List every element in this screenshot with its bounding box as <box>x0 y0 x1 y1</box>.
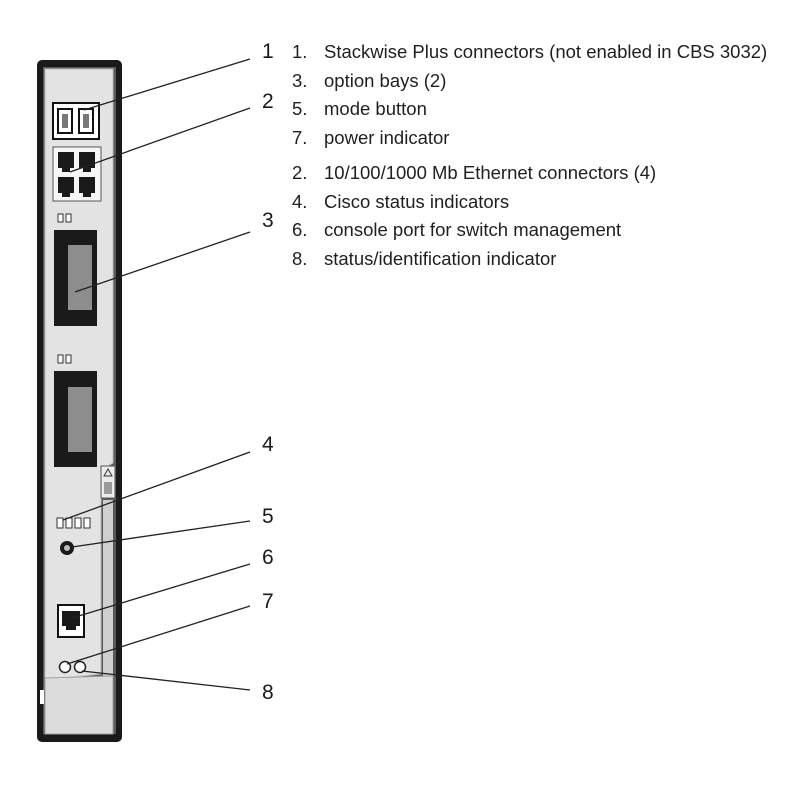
legend-item-text: power indicator <box>324 126 450 148</box>
stackwise-connector-right-pin <box>83 114 89 128</box>
leader-line-1 <box>83 58 251 111</box>
bottom-edge <box>40 690 44 704</box>
legend-item: 3. option bays (2) <box>292 67 792 96</box>
leader-line-6 <box>71 563 251 619</box>
legend-item-number: 1. <box>292 41 308 62</box>
legend-item-text: console port for switch management <box>324 219 622 240</box>
legend-group-even: 2. 10/100/1000 Mb Ethernet connectors (4)… <box>292 159 792 273</box>
legend-item-number: 6. <box>292 219 308 240</box>
callout-8: 8 <box>262 681 274 704</box>
latch-tab <box>104 482 112 494</box>
leader-line-3 <box>74 231 251 293</box>
callout-5: 5 <box>262 505 274 528</box>
legend-item-number: 8. <box>292 247 308 269</box>
ethernet-port-3 <box>58 177 74 197</box>
callout-7: 7 <box>262 590 274 613</box>
leader-line-4 <box>62 451 251 521</box>
legend-item: 4. Cisco status indicators <box>292 188 792 217</box>
legend-item-number: 3. <box>292 69 308 91</box>
legend-item-text: mode button <box>324 98 427 119</box>
legend-item: 1. Stackwise Plus connectors (not enabled… <box>292 38 792 67</box>
legend-item-text: status/identification indicator <box>324 247 557 269</box>
legend-item: 2. 10/100/1000 Mb Ethernet connectors (4) <box>292 159 792 188</box>
leader-line-7 <box>66 605 251 665</box>
legend-item: 7. power indicator <box>292 124 792 153</box>
status-indicator-3 <box>74 517 82 529</box>
ethernet-port-1 <box>58 152 74 172</box>
bottom-handle <box>44 675 114 735</box>
ethernet-port-4 <box>79 177 95 197</box>
legend-group-odd: 1. Stackwise Plus connectors (not enabled… <box>292 38 792 152</box>
status-indicator-1 <box>56 517 64 529</box>
callout-1: 1 <box>262 40 274 63</box>
callout-4: 4 <box>262 433 274 456</box>
mode-button-center <box>64 545 70 551</box>
callout-3: 3 <box>262 209 274 232</box>
console-port <box>62 611 80 630</box>
legend-item-number: 7. <box>292 126 308 148</box>
option-bay-2-slot <box>68 387 92 452</box>
legend-item-number: 2. <box>292 162 308 183</box>
legend-item-text: Cisco status indicators <box>324 190 510 212</box>
legend: 1. Stackwise Plus connectors (not enabled… <box>292 38 792 273</box>
leader-line-5 <box>71 520 251 548</box>
status-indicator-2 <box>65 517 73 529</box>
option-bay-1-led-b <box>65 213 72 223</box>
stackwise-connector-left-pin <box>62 114 68 128</box>
legend-item: 5. mode button <box>292 95 792 124</box>
legend-item: 6. console port for switch management <box>292 216 792 245</box>
legend-item-text: option bays (2) <box>324 69 447 91</box>
status-indicator-4 <box>83 517 91 529</box>
side-rail <box>103 500 113 676</box>
option-bay-1-led-a <box>57 213 64 223</box>
legend-item-text: 10/100/1000 Mb Ethernet connectors (4) <box>324 162 657 183</box>
legend-item-number: 4. <box>292 190 308 212</box>
legend-item: 8. status/identification indicator <box>292 245 792 274</box>
option-bay-2-led-b <box>65 354 72 364</box>
latch-arrow-icon <box>103 467 113 477</box>
legend-item-number: 5. <box>292 98 308 119</box>
leader-line-8 <box>81 670 251 691</box>
legend-item-text: Stackwise Plus connectors (not enabled i… <box>324 41 768 62</box>
option-bay-2-led-a <box>57 354 64 364</box>
option-bay-1-slot <box>68 245 92 310</box>
callout-2: 2 <box>262 90 274 113</box>
status-identification-indicator <box>73 660 87 674</box>
callout-6: 6 <box>262 546 274 569</box>
leader-line-2 <box>69 107 251 173</box>
